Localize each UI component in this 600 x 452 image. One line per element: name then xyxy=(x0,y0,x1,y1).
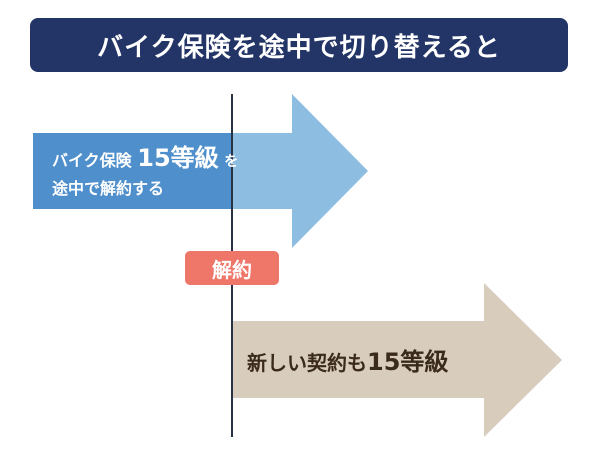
new-contract-label: 新しい契約も15等級 xyxy=(247,342,448,377)
cancel-badge: 解約 xyxy=(185,251,279,285)
cancel-label-line2: 途中で解約する xyxy=(52,179,165,198)
cancel-arrow-dark-part xyxy=(33,133,232,209)
cancel-arrow-label: バイク保険 15等級 を 途中で解約する xyxy=(52,143,238,201)
title-text: バイク保険を途中で切り替えると xyxy=(97,32,501,63)
new-label-grade: 15等級 xyxy=(367,348,449,376)
new-label-prefix: 新しい契約も xyxy=(247,351,367,375)
cancel-label-suffix: を xyxy=(224,154,239,170)
new-contract-arrow xyxy=(233,283,562,437)
cancel-badge-text: 解約 xyxy=(212,257,252,282)
title-banner: バイク保険を途中で切り替えると xyxy=(30,18,568,72)
cancel-label-grade: 15等級 xyxy=(137,144,219,172)
cancel-label-prefix: バイク保険 xyxy=(52,151,132,170)
